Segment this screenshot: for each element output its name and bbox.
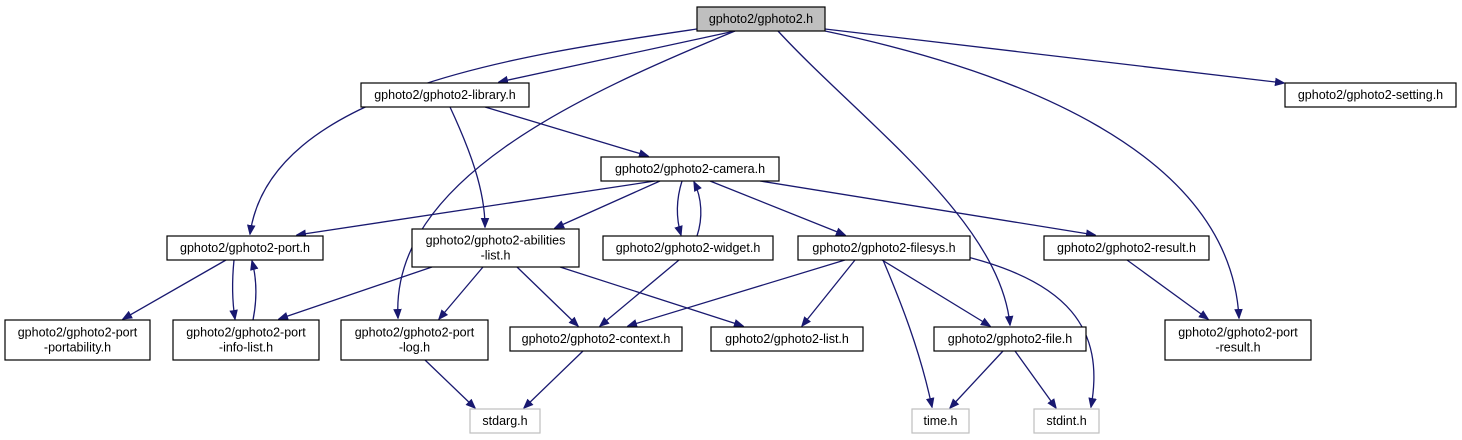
edge-gphoto2-to-portresult bbox=[824, 30, 1239, 318]
edge-gphoto2-to-library bbox=[499, 30, 736, 82]
node-box-camera bbox=[600, 156, 780, 182]
node-label-portability-line-2: -portability.h bbox=[44, 341, 111, 355]
edge-widget-to-camera bbox=[694, 182, 701, 237]
edge-filesys-to-time bbox=[882, 259, 932, 407]
node-label-abilities-line-1: gphoto2/gphoto2-abilities bbox=[426, 234, 566, 248]
node-label-portresult-line-1: gphoto2/gphoto2-port bbox=[1178, 326, 1298, 340]
edge-camera-to-widget bbox=[677, 180, 683, 235]
node-portability[interactable]: gphoto2/gphoto2-port-portability.h bbox=[4, 319, 151, 361]
node-box-widget bbox=[602, 235, 774, 261]
node-label-time-line-1: time.h bbox=[923, 414, 957, 428]
edge-gphoto2-to-portlog bbox=[398, 30, 736, 318]
node-label-list-line-1: gphoto2/gphoto2-list.h bbox=[725, 332, 849, 346]
edge-camera-to-result bbox=[759, 180, 1095, 235]
edge-port-to-infolist bbox=[233, 259, 235, 319]
node-box-library bbox=[360, 82, 530, 108]
edge-infolist-to-port bbox=[252, 261, 256, 321]
node-box-time bbox=[911, 408, 970, 434]
node-stdarg: stdarg.h bbox=[469, 408, 541, 434]
node-result[interactable]: gphoto2/gphoto2-result.h bbox=[1043, 235, 1210, 261]
node-stdint: stdint.h bbox=[1033, 408, 1100, 434]
edge-camera-to-port bbox=[297, 180, 656, 235]
edge-filesys-to-context bbox=[628, 259, 846, 326]
node-label-portlog-line-1: gphoto2/gphoto2-port bbox=[355, 326, 475, 340]
node-box-result bbox=[1043, 235, 1210, 261]
node-camera[interactable]: gphoto2/gphoto2-camera.h bbox=[600, 156, 780, 182]
edge-camera-to-abilities bbox=[555, 180, 661, 228]
node-label-portability-line-1: gphoto2/gphoto2-port bbox=[18, 326, 138, 340]
edge-port-to-portability bbox=[123, 259, 227, 319]
node-box-abilities bbox=[411, 228, 580, 268]
node-label-setting-line-1: gphoto2/gphoto2-setting.h bbox=[1298, 88, 1443, 102]
node-box-context bbox=[509, 326, 683, 352]
node-box-portresult bbox=[1164, 319, 1312, 361]
node-box-stdint bbox=[1033, 408, 1100, 434]
node-box-gphoto2 bbox=[696, 6, 826, 32]
node-label-portlog-line-2: -log.h bbox=[399, 341, 430, 355]
edge-abilities-to-portlog bbox=[439, 266, 484, 319]
edge-gphoto2-to-setting bbox=[824, 28, 1284, 83]
node-box-filesys bbox=[797, 235, 971, 261]
node-label-widget-line-1: gphoto2/gphoto2-widget.h bbox=[616, 241, 761, 255]
edge-portlog-to-stdarg bbox=[424, 359, 475, 408]
node-infolist[interactable]: gphoto2/gphoto2-port-info-list.h bbox=[172, 319, 320, 361]
node-box-list bbox=[710, 326, 864, 352]
edge-result-to-portresult bbox=[1126, 259, 1208, 319]
node-label-camera-line-1: gphoto2/gphoto2-camera.h bbox=[615, 162, 765, 176]
edge-library-to-abilities bbox=[449, 106, 485, 227]
node-box-stdarg bbox=[469, 408, 541, 434]
node-box-portability bbox=[4, 319, 151, 361]
nodes-layer: gphoto2/gphoto2.h gphoto2/gphoto2-library… bbox=[4, 6, 1457, 434]
node-filesys[interactable]: gphoto2/gphoto2-filesys.h bbox=[797, 235, 971, 261]
node-box-setting bbox=[1284, 82, 1457, 108]
node-label-stdint-line-1: stdint.h bbox=[1046, 414, 1086, 428]
node-label-infolist-line-2: -info-list.h bbox=[219, 341, 273, 355]
node-port[interactable]: gphoto2/gphoto2-port.h bbox=[166, 235, 324, 261]
edge-context-to-stdarg bbox=[524, 350, 584, 408]
node-list[interactable]: gphoto2/gphoto2-list.h bbox=[710, 326, 864, 352]
edge-filesys-to-list bbox=[802, 259, 856, 326]
node-widget[interactable]: gphoto2/gphoto2-widget.h bbox=[602, 235, 774, 261]
node-label-filesys-line-1: gphoto2/gphoto2-filesys.h bbox=[812, 241, 955, 255]
node-box-infolist bbox=[172, 319, 320, 361]
node-portlog[interactable]: gphoto2/gphoto2-port-log.h bbox=[340, 319, 489, 361]
node-portresult[interactable]: gphoto2/gphoto2-port-result.h bbox=[1164, 319, 1312, 361]
node-box-port bbox=[166, 235, 324, 261]
node-setting[interactable]: gphoto2/gphoto2-setting.h bbox=[1284, 82, 1457, 108]
node-file[interactable]: gphoto2/gphoto2-file.h bbox=[933, 326, 1087, 352]
edge-abilities-to-context bbox=[516, 266, 578, 326]
node-box-portlog bbox=[340, 319, 489, 361]
edge-widget-to-context bbox=[600, 259, 680, 326]
node-label-context-line-1: gphoto2/gphoto2-context.h bbox=[522, 332, 671, 346]
node-context[interactable]: gphoto2/gphoto2-context.h bbox=[509, 326, 683, 352]
edge-abilities-to-infolist bbox=[279, 266, 433, 319]
edge-abilities-to-list bbox=[559, 266, 743, 326]
node-label-stdarg-line-1: stdarg.h bbox=[482, 414, 527, 428]
node-label-result-line-1: gphoto2/gphoto2-result.h bbox=[1057, 241, 1196, 255]
node-label-port-line-1: gphoto2/gphoto2-port.h bbox=[180, 241, 310, 255]
edge-filesys-to-stdint bbox=[954, 253, 1094, 407]
edge-gphoto2-to-file bbox=[777, 30, 1010, 325]
node-label-infolist-line-1: gphoto2/gphoto2-port bbox=[186, 326, 306, 340]
node-label-abilities-line-2: -list.h bbox=[481, 249, 511, 263]
edge-library-to-camera bbox=[484, 106, 648, 156]
node-abilities[interactable]: gphoto2/gphoto2-abilities-list.h bbox=[411, 228, 580, 268]
edge-file-to-stdint bbox=[1014, 350, 1056, 408]
edge-gphoto2-to-port bbox=[250, 28, 698, 234]
edge-filesys-to-file bbox=[881, 259, 990, 326]
edges-layer bbox=[123, 28, 1284, 408]
edge-file-to-time bbox=[950, 350, 1004, 408]
node-box-file bbox=[933, 326, 1087, 352]
node-label-library-line-1: gphoto2/gphoto2-library.h bbox=[374, 88, 516, 102]
node-gphoto2[interactable]: gphoto2/gphoto2.h bbox=[696, 6, 826, 32]
node-label-portresult-line-2: -result.h bbox=[1215, 341, 1260, 355]
node-label-file-line-1: gphoto2/gphoto2-file.h bbox=[948, 332, 1072, 346]
node-time: time.h bbox=[911, 408, 970, 434]
node-label-gphoto2-line-1: gphoto2/gphoto2.h bbox=[709, 12, 813, 26]
edge-camera-to-filesys bbox=[709, 180, 845, 235]
node-library[interactable]: gphoto2/gphoto2-library.h bbox=[360, 82, 530, 108]
